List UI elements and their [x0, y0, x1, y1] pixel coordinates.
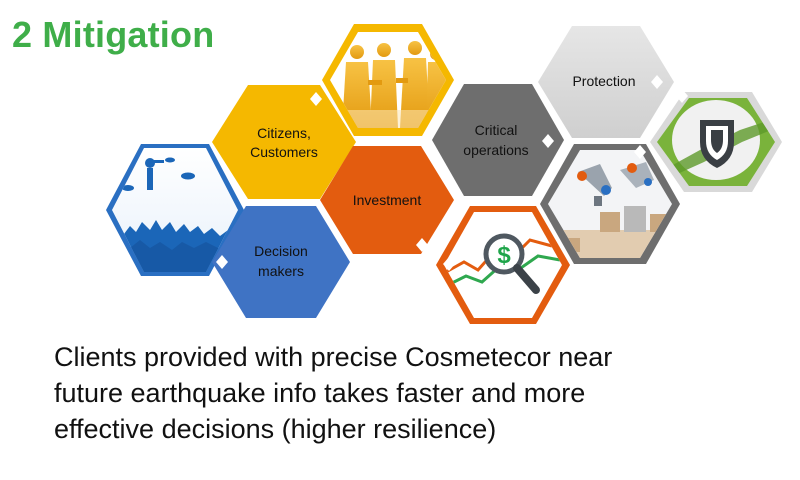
protection-hexagon: Protection: [538, 26, 674, 138]
citizens-label-line2: Customers: [250, 144, 318, 160]
crowd-image-hexagon: [106, 144, 244, 276]
svg-text:$: $: [497, 242, 511, 269]
money-search-image-hexagon: $: [436, 206, 570, 324]
caption-line2: future earthquake info takes faster and …: [54, 378, 586, 408]
investment-label: Investment: [353, 192, 422, 208]
citizens-hexagon: Citizens, Customers: [212, 85, 356, 199]
shield-icon: [700, 120, 734, 168]
magnifier-dollar-icon: $: [483, 233, 540, 294]
caption-text: Clients provided with precise Cosmetecor…: [54, 339, 774, 447]
business-image-hexagon: [322, 24, 454, 136]
critical-label-line1: Critical: [475, 122, 518, 138]
investment-hexagon: Investment: [320, 146, 454, 254]
shield-image-hexagon: [650, 89, 782, 192]
caption-line3: effective decisions (higher resilience): [54, 414, 497, 444]
citizens-label-line1: Citizens,: [257, 125, 311, 141]
caption-line1: Clients provided with precise Cosmetecor…: [54, 342, 613, 372]
decision-makers-hexagon: Decision makers: [212, 206, 350, 318]
decision-label-line2: makers: [258, 263, 304, 279]
factory-robot-image-hexagon: [540, 144, 680, 264]
slide-title: 2 Mitigation: [12, 14, 215, 55]
protection-label: Protection: [572, 73, 635, 89]
critical-label-line2: operations: [463, 142, 528, 158]
decision-label-line1: Decision: [254, 243, 308, 259]
critical-operations-hexagon: Critical operations: [432, 84, 564, 196]
crowd-icon: [112, 157, 238, 272]
